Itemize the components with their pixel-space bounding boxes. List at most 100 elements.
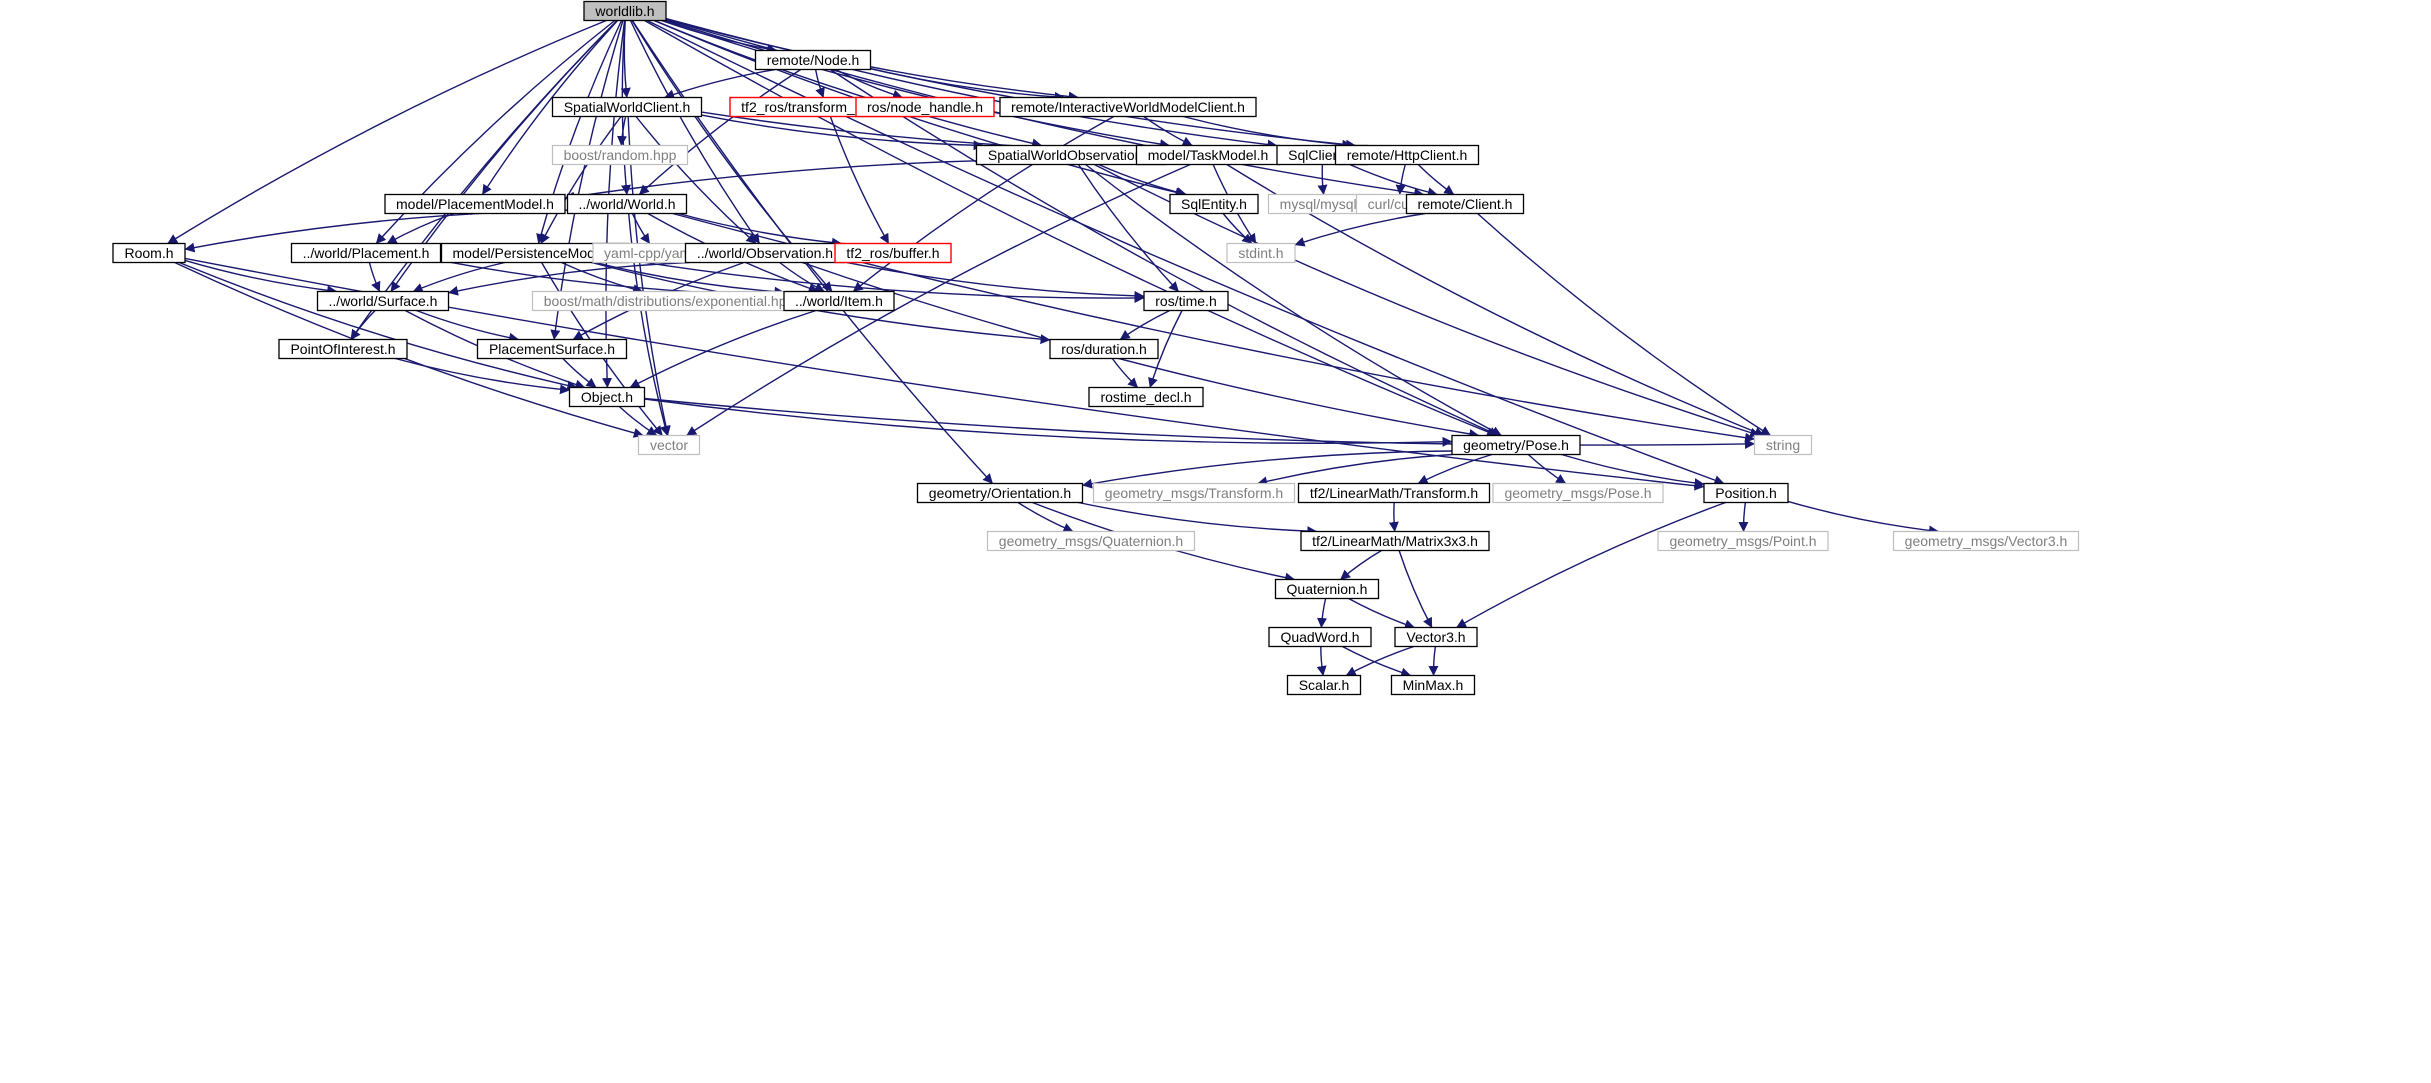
node-quaternion[interactable]: Quaternion.h bbox=[1274, 578, 1380, 600]
node-spatial-client[interactable]: SpatialWorldClient.h bbox=[551, 96, 703, 118]
node-label: ../world/Item.h bbox=[795, 293, 883, 309]
node-label: tf2/LinearMath/Matrix3x3.h bbox=[1312, 533, 1478, 549]
node-sql-entity[interactable]: SqlEntity.h bbox=[1169, 193, 1259, 215]
node-world-item[interactable]: ../world/Item.h bbox=[783, 290, 895, 312]
node-point-of-interest[interactable]: PointOfInterest.h bbox=[278, 338, 408, 360]
edge-room-to-world-surface bbox=[184, 259, 338, 296]
node-label: PointOfInterest.h bbox=[290, 341, 395, 357]
edge-world-item-to-object bbox=[629, 309, 817, 389]
node-box bbox=[1492, 482, 1664, 504]
edge-object-to-string bbox=[644, 397, 1755, 449]
edge-geometry-pose-to-gm-transform bbox=[1257, 453, 1453, 487]
edge-tf2-matrix-to-quaternion bbox=[1340, 549, 1382, 581]
node-remote-client[interactable]: remote/Client.h bbox=[1405, 193, 1525, 215]
node-box bbox=[568, 386, 646, 408]
node-box bbox=[1169, 193, 1259, 215]
node-label: Room.h bbox=[124, 245, 173, 261]
node-spatial-obs[interactable]: SpatialWorldObservation.h bbox=[975, 144, 1167, 166]
node-label: tf2_ros/buffer.h bbox=[846, 245, 939, 261]
edge-interactive-client-to-http-client bbox=[1183, 115, 1353, 150]
node-minmax[interactable]: MinMax.h bbox=[1390, 674, 1476, 696]
node-box bbox=[278, 338, 408, 360]
node-label: MinMax.h bbox=[1403, 677, 1464, 693]
node-boost-random: boost/random.hpp bbox=[551, 144, 689, 166]
node-label: ros/duration.h bbox=[1061, 341, 1147, 357]
edge-tf2-listener-to-tf2-buffer bbox=[829, 116, 890, 244]
node-world-surface[interactable]: ../world/Surface.h bbox=[316, 290, 450, 312]
node-box bbox=[1297, 482, 1491, 504]
edge-spatial-client-to-boost-random bbox=[616, 116, 627, 146]
node-box bbox=[551, 144, 689, 166]
edge-geometry-pose-to-geometry-orientation bbox=[1082, 450, 1453, 489]
node-tf2-matrix[interactable]: tf2/LinearMath/Matrix3x3.h bbox=[1300, 530, 1490, 552]
node-box bbox=[783, 290, 895, 312]
node-geometry-pose[interactable]: geometry/Pose.h bbox=[1451, 434, 1581, 456]
node-box bbox=[1268, 626, 1372, 648]
node-box bbox=[1274, 578, 1380, 600]
node-box bbox=[1657, 530, 1829, 552]
node-boost-exp: boost/math/distributions/exponential.hpp bbox=[531, 290, 807, 312]
node-position[interactable]: Position.h bbox=[1703, 482, 1789, 504]
node-box bbox=[1753, 434, 1813, 456]
node-label: tf2/LinearMath/Transform.h bbox=[1310, 485, 1478, 501]
edge-worldlib-to-sql-entity bbox=[653, 19, 1186, 198]
node-scalar[interactable]: Scalar.h bbox=[1286, 674, 1362, 696]
edge-sql-client-to-remote-client bbox=[1349, 163, 1438, 198]
node-vector3[interactable]: Vector3.h bbox=[1394, 626, 1478, 648]
edge-world-world-to-vector bbox=[628, 213, 670, 436]
node-quadword[interactable]: QuadWord.h bbox=[1268, 626, 1372, 648]
edge-ros-time-to-rostime-decl bbox=[1148, 310, 1183, 388]
node-label: SpatialWorldObservation.h bbox=[988, 147, 1154, 163]
node-label: Quaternion.h bbox=[1287, 581, 1368, 597]
node-gm-transform: geometry_msgs/Transform.h bbox=[1092, 482, 1296, 504]
node-label: geometry/Orientation.h bbox=[929, 485, 1071, 501]
node-gm-point: geometry_msgs/Point.h bbox=[1657, 530, 1829, 552]
node-placement-surface[interactable]: PlacementSurface.h bbox=[476, 338, 628, 360]
node-remote-node[interactable]: remote/Node.h bbox=[754, 49, 872, 71]
node-label: Vector3.h bbox=[1406, 629, 1465, 645]
node-geometry-orientation[interactable]: geometry/Orientation.h bbox=[916, 482, 1084, 504]
node-ros-time[interactable]: ros/time.h bbox=[1143, 290, 1229, 312]
node-box bbox=[1286, 674, 1362, 696]
node-rostime-decl[interactable]: rostime_decl.h bbox=[1088, 386, 1204, 408]
node-world-observation[interactable]: ../world/Observation.h bbox=[684, 242, 846, 264]
edge-geometry-pose-to-tf2-transform bbox=[1417, 453, 1493, 485]
edge-spatial-client-to-persistence-model bbox=[540, 116, 622, 244]
edge-tf2-transform-to-tf2-matrix bbox=[1388, 502, 1399, 532]
edge-remote-node-to-interactive-client bbox=[870, 67, 1065, 102]
node-object[interactable]: Object.h bbox=[568, 386, 646, 408]
node-worldlib[interactable]: worldlib.h bbox=[583, 0, 667, 22]
node-ros-nodehandle[interactable]: ros/node_handle.h bbox=[855, 96, 995, 118]
node-label: model/PersistenceModel.h bbox=[453, 245, 618, 261]
edge-worldlib-to-sql-client bbox=[665, 18, 1278, 150]
node-room[interactable]: Room.h bbox=[112, 242, 186, 264]
edge-http-client-to-curl bbox=[1395, 164, 1406, 195]
node-box bbox=[986, 530, 1196, 552]
node-box bbox=[1390, 674, 1476, 696]
node-label: SpatialWorldClient.h bbox=[564, 99, 691, 115]
node-world-world[interactable]: ../world/World.h bbox=[566, 193, 688, 215]
node-box bbox=[476, 338, 628, 360]
node-ros-duration[interactable]: ros/duration.h bbox=[1049, 338, 1159, 360]
node-tf2-buffer[interactable]: tf2_ros/buffer.h bbox=[834, 242, 952, 264]
edge-worldlib-to-task-model bbox=[663, 19, 1170, 149]
node-box bbox=[384, 193, 566, 215]
node-interactive-client[interactable]: remote/InteractiveWorldModelClient.h bbox=[999, 96, 1257, 118]
edge-sql-entity-to-stdint bbox=[1222, 213, 1253, 245]
node-task-model[interactable]: model/TaskModel.h bbox=[1135, 144, 1281, 166]
node-world-placement[interactable]: ../world/Placement.h bbox=[290, 242, 442, 264]
node-label: remote/Client.h bbox=[1418, 196, 1513, 212]
node-tf2-transform[interactable]: tf2/LinearMath/Transform.h bbox=[1297, 482, 1491, 504]
node-label: ../world/Surface.h bbox=[329, 293, 438, 309]
node-label: boost/math/distributions/exponential.hpp bbox=[544, 293, 795, 309]
node-label: ../world/World.h bbox=[579, 196, 676, 212]
node-http-client[interactable]: remote/HttpClient.h bbox=[1334, 144, 1480, 166]
edge-point-of-interest-to-object bbox=[395, 357, 570, 395]
node-label: geometry_msgs/Point.h bbox=[1669, 533, 1816, 549]
node-layer: worldlib.h remote/Node.hSpatialWorldClien… bbox=[112, 0, 2080, 696]
node-box bbox=[583, 0, 667, 22]
node-placement-model[interactable]: model/PlacementModel.h bbox=[384, 193, 566, 215]
edge-remote-node-to-tf2-listener bbox=[814, 69, 825, 98]
edge-geometry-pose-to-gm-pose bbox=[1527, 453, 1567, 485]
node-label: vector bbox=[650, 437, 688, 453]
